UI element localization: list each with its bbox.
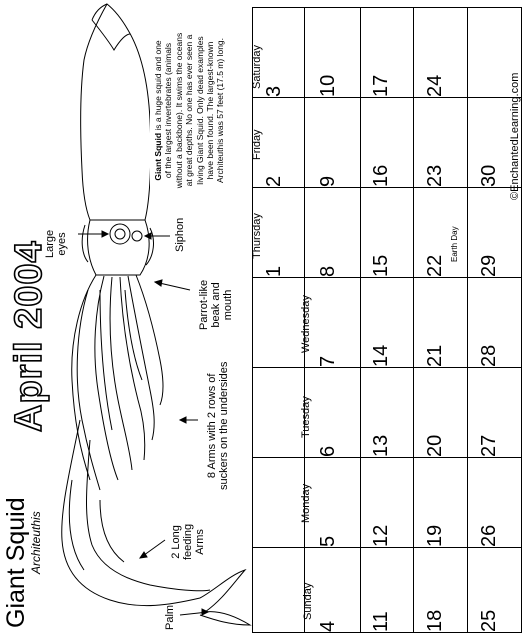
squid-head (87, 219, 150, 276)
date-20: 20 (424, 434, 446, 457)
day-header-wednesday: Wednesday (300, 295, 312, 353)
info-line-7: Architeuthis was 57 feet (17.5 m) long. (215, 37, 226, 184)
date-1: 1 (263, 265, 285, 277)
date-18: 18 (424, 609, 446, 632)
info-line-4: at great depths. No one has ever seen a (184, 34, 195, 187)
info-line-1: Giant Squid is a huge squid and one (153, 40, 163, 181)
date-24: 24 (424, 74, 446, 97)
date-14: 14 (370, 344, 392, 367)
month-title: April 2004 (7, 240, 51, 433)
date-17: 17 (370, 74, 392, 97)
feeding-arm (61, 419, 201, 607)
day-header-thursday: Thursday (251, 213, 263, 259)
info-line-3: without a backbone). It swims the oceans (173, 32, 184, 189)
date-8: 8 (317, 265, 339, 277)
date-3: 3 (263, 85, 285, 97)
info-line-6: have been found. The largest-known (205, 41, 216, 180)
info-line-2: of the largest invertebrates (animals (163, 42, 174, 179)
date-9: 9 (317, 175, 339, 187)
date-22: 22 (424, 254, 446, 277)
label-palm: Palm (164, 604, 176, 630)
date-21: 21 (424, 344, 446, 367)
date-30: 30 (478, 164, 500, 187)
date-25: 25 (478, 609, 500, 632)
date-29: 29 (478, 254, 500, 277)
date-4: 4 (317, 620, 339, 632)
day-header-tuesday: Tuesday (300, 396, 312, 438)
title-common-name: Giant Squid (2, 497, 30, 628)
event-earth-day: Earth Day (450, 226, 459, 262)
info-line-5: living Giant Squid. Only dead examples (194, 36, 205, 185)
squid-eye (109, 223, 131, 245)
date-16: 16 (370, 164, 392, 187)
info-box: Giant Squid is a huge squid and one of t… (153, 8, 226, 213)
date-15: 15 (370, 254, 392, 277)
date-27: 27 (478, 434, 500, 457)
date-28: 28 (478, 344, 500, 367)
day-header-friday: Friday (251, 129, 263, 160)
date-6: 6 (317, 445, 339, 457)
label-siphon: Siphon (174, 217, 186, 252)
copyright-text: ©EnchantedLearning.com (509, 72, 521, 200)
day-header-monday: Monday (300, 483, 312, 523)
day-header-sunday: Sunday (302, 582, 314, 620)
date-26: 26 (478, 524, 500, 547)
date-12: 12 (370, 524, 392, 547)
date-11: 11 (370, 611, 392, 632)
date-5: 5 (317, 535, 339, 547)
date-19: 19 (424, 524, 446, 547)
date-23: 23 (424, 164, 446, 187)
date-2: 2 (263, 175, 285, 187)
date-13: 13 (370, 434, 392, 457)
date-7: 7 (317, 355, 339, 367)
squid-mantle (80, 3, 152, 221)
day-header-saturday: Saturday (251, 44, 263, 89)
title-scientific-name: Architeuthis (29, 511, 43, 574)
date-10: 10 (317, 74, 339, 97)
